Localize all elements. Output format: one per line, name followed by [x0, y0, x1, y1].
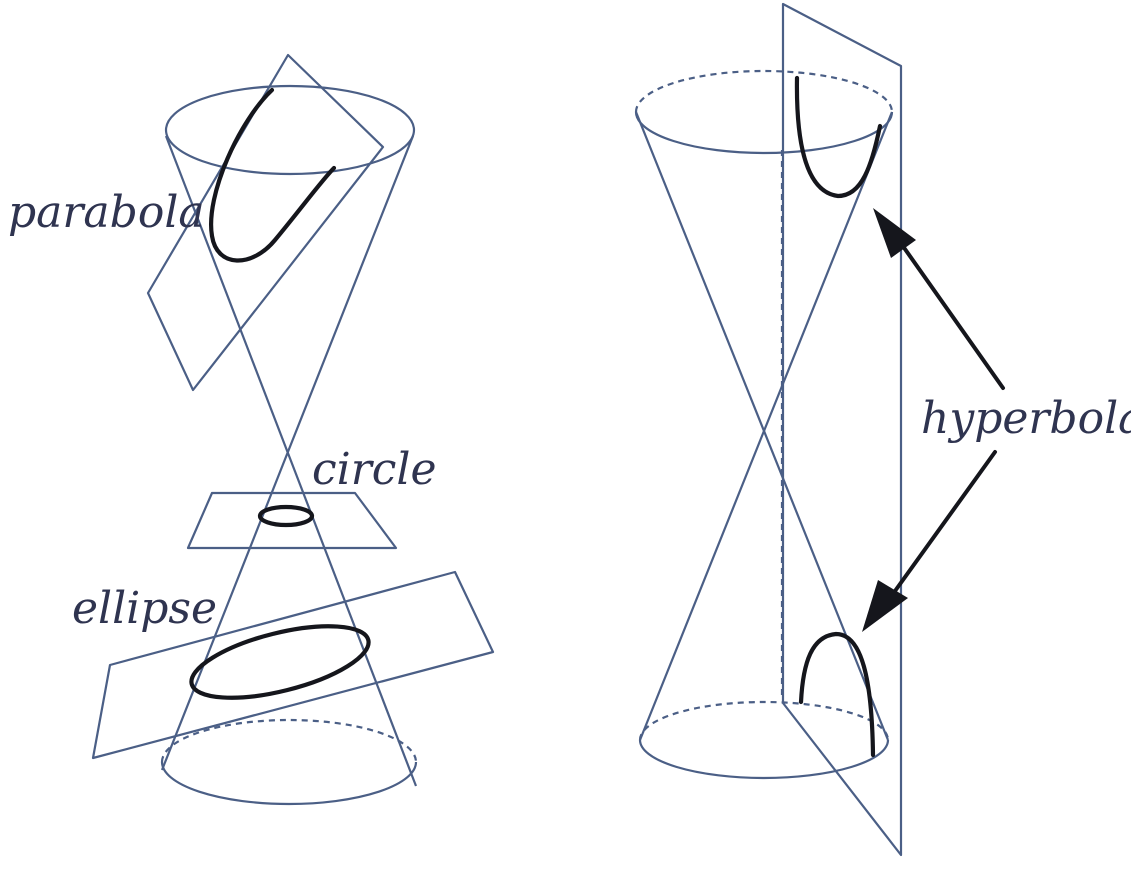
ellipse-label: ellipse	[72, 583, 217, 634]
ellipse-cutting-plane	[91, 570, 495, 760]
circle-label: circle	[312, 444, 437, 495]
right-cone-bottom-rim-front	[638, 739, 890, 780]
right-cone-top-rim-front	[634, 111, 894, 155]
hyperbola-upper-branch	[794, 75, 883, 199]
right-cone-top-rim-back	[634, 69, 894, 113]
circle-curve	[257, 504, 315, 528]
right-cone-bottom-rim-back	[638, 700, 890, 741]
circle-cutting-plane	[186, 491, 398, 550]
hyperbola-cutting-plane	[781, 2, 903, 857]
parabola-section: parabola	[8, 53, 385, 392]
left-cone-generator-1	[164, 135, 418, 787]
parabola-curve	[209, 87, 337, 263]
hyperbola-arrow-lower-line	[893, 450, 997, 593]
parabola-cutting-plane	[146, 53, 385, 392]
hyperbola-arrow-upper-line	[898, 240, 1005, 390]
parabola-label: parabola	[8, 187, 205, 238]
hyperbola-label: hyperbola	[921, 393, 1131, 444]
left-cone-top-rim	[164, 84, 416, 176]
hyperbola-section: hyperbola	[780, 2, 1131, 857]
left-cone-bottom-rim-back	[160, 718, 418, 763]
right-double-cone	[634, 69, 894, 780]
hyperbola-lower-branch	[798, 631, 876, 758]
hyperbola-arrow-upper-head	[873, 208, 916, 258]
left-cone-bottom-rim-front	[160, 761, 418, 806]
hyperbola-arrow-lower-head	[862, 580, 908, 632]
right-cone-generator-2	[638, 111, 894, 741]
ellipse-section: ellipse	[72, 570, 495, 760]
ellipse-curve	[189, 624, 371, 700]
circle-section: circle	[186, 444, 437, 550]
right-cone-generator-1	[634, 111, 890, 741]
